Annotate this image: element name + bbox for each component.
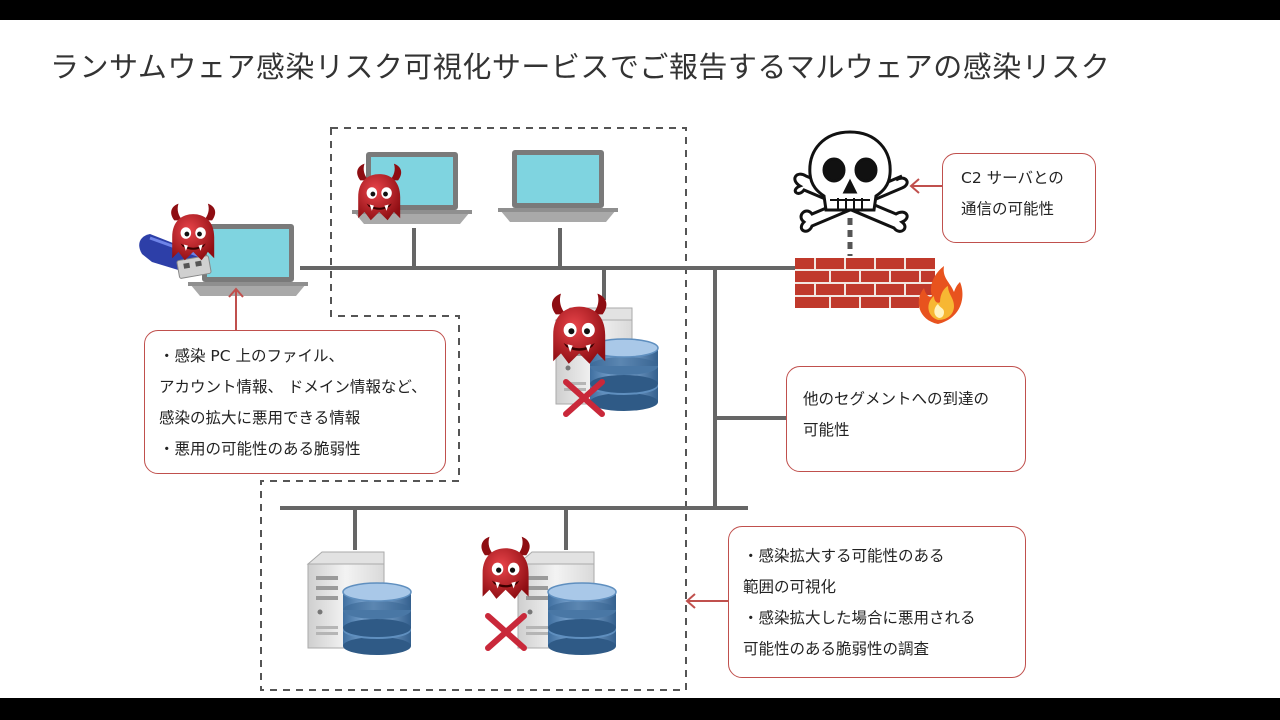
callout-line: 範囲の可視化 (743, 578, 837, 596)
callout-segment: 他のセグメントへの到達の 可能性 (786, 366, 1026, 472)
callout-line: 可能性 (803, 421, 850, 439)
callout-line: アカウント情報、 ドメイン情報など、 (159, 378, 427, 396)
callout-c2: C2 サーバとの 通信の可能性 (942, 153, 1096, 243)
malware-devil-icon (551, 293, 607, 364)
network-lines (280, 228, 800, 550)
callout-spread: ・感染拡大する可能性のある 範囲の可視化 ・感染拡大した場合に悪用される 可能性… (728, 526, 1026, 678)
callout-line: ・感染 PC 上のファイル、 (159, 347, 345, 365)
callout-line: 感染の拡大に悪用できる情報 (159, 409, 361, 427)
callout-line: ・悪用の可能性のある脆弱性 (159, 440, 361, 458)
fire-icon (918, 266, 963, 324)
callout-line: 他のセグメントへの到達の (803, 390, 990, 408)
callout-line: 可能性のある脆弱性の調査 (743, 640, 930, 658)
page-title: ランサムウェア感染リスク可視化サービスでご報告するマルウェアの感染リスク (50, 50, 1111, 84)
callout-line: 通信の可能性 (961, 200, 1055, 218)
callout-line: ・感染拡大した場合に悪用される (743, 609, 976, 627)
arrow-icon (228, 178, 942, 609)
infected-laptop (139, 203, 308, 296)
callout-pc-info: ・感染 PC 上のファイル、 アカウント情報、 ドメイン情報など、 感染の拡大に… (144, 330, 446, 474)
callout-line: C2 サーバとの (961, 169, 1064, 187)
database-icon (547, 582, 617, 656)
network-diagram (139, 127, 963, 691)
slide: ランサムウェア感染リスク可視化サービスでご報告するマルウェアの感染リスク (0, 20, 1280, 698)
laptop-icon (498, 150, 618, 222)
malware-devil-icon (481, 536, 530, 599)
database-icon (342, 582, 412, 656)
firewall-icon (795, 258, 935, 308)
segment-boundary-upper (260, 127, 687, 691)
callout-line: ・感染拡大する可能性のある (743, 547, 945, 565)
malware-devil-icon (171, 203, 216, 261)
skull-crossbones-icon (793, 130, 909, 233)
